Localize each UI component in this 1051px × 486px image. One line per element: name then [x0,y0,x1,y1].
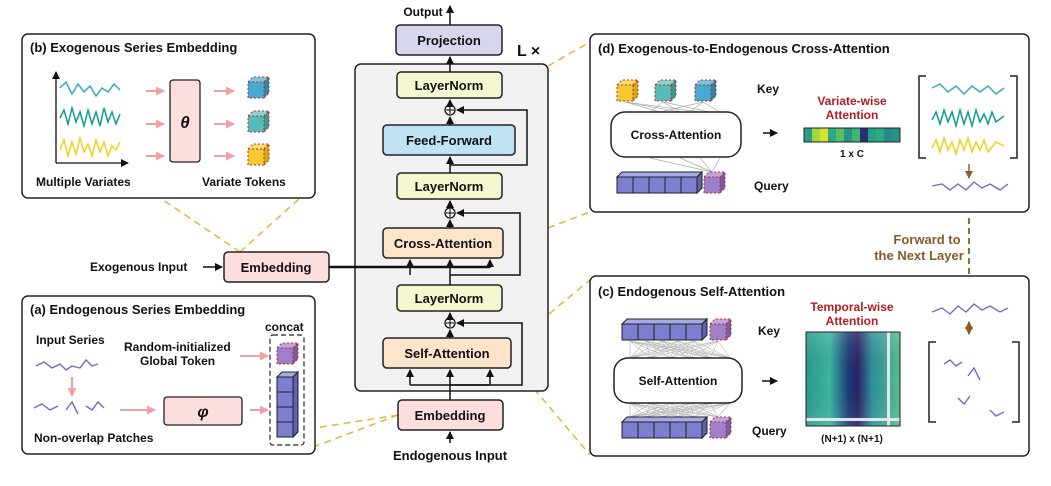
variate-attention-cell [828,128,837,142]
input-series-label: Input Series [36,333,105,347]
panel-d-title: (d) Exogenous-to-Endogenous Cross-Attent… [598,41,890,56]
variate-attention-bar [804,128,901,142]
global-token-label-1: Random-initialized [124,340,231,354]
temporal-attention-heatmap [805,331,901,427]
multiple-variates-label: Multiple Variates [36,175,131,189]
output-label: Output [403,5,442,19]
key-tokens [615,78,718,103]
global-token-label-2: Global Token [140,354,215,368]
forward-label-2: the Next Layer [874,248,964,263]
panel-b-title: (b) Exogenous Series Embedding [30,40,237,55]
query-global-token [702,170,727,195]
panel-d-output-series [931,181,1009,191]
patch-token-stack [275,370,300,439]
embedding-bottom-block [397,399,504,431]
query-tokens [615,170,704,195]
theta-block [169,79,201,163]
variate-attention-cell [876,128,885,142]
patches-label: Non-overlap Patches [34,431,154,445]
endogenous-input-label: Endogenous Input [393,448,508,463]
variate-token-yellow [246,142,271,167]
variate-attention-cell [804,128,813,142]
embedding-left-label: Embedding [241,260,312,275]
cross-attention-key-edges [624,101,721,113]
feedforward-label: Feed-Forward [406,133,492,148]
temporal-attention-title-2: Attention [826,314,879,328]
phi-block [163,396,243,426]
panel-c-title: (c) Endogenous Self-Attention [598,284,785,299]
variate-attention-size-label: 1 x C [840,149,864,160]
variate-attention-cell [844,128,853,142]
exogenous-series-bracket [918,75,1018,159]
temporal-attention-size-label: (N+1) x (N+1) [821,434,883,445]
self-key-global-token [708,317,733,342]
variate-attention-cell [884,128,893,142]
self-query-global-token [708,415,733,440]
panel-c-self-attention-label: Self-Attention [639,374,718,388]
forward-label-1: Forward to [893,232,960,247]
variate-attention-title-1: Variate-wise [817,94,887,108]
panel-d-key-label: Key [757,82,779,96]
temporal-attention-title-1: Temporal-wise [810,300,893,314]
projection-block [395,24,503,56]
panel-b-frame [21,33,316,199]
panel-c-input-series [931,303,1009,315]
variate-attention-cell [868,128,877,142]
layernorm-top-block [396,71,503,99]
patch-bracket [928,341,1020,423]
variate-attention-cell [852,128,861,142]
variate-attention-cell [836,128,845,142]
panel-d-query-label: Query [754,179,789,193]
variate-tokens-label: Variate Tokens [202,175,286,189]
projection-label: Projection [417,33,481,48]
panel-c-query-label: Query [752,424,787,438]
self-key-tokens [620,317,709,342]
repeat-label: L × [517,43,540,60]
variate-attention-cell [860,128,869,142]
layernorm-bottom-label: LayerNorm [415,291,484,306]
layernorm-top-label: LayerNorm [415,78,484,93]
variate-attention-cell [820,128,829,142]
variates-plot [52,71,129,167]
variate-attention-title-2: Attention [826,108,879,122]
cross-attention-query-edges [649,157,721,173]
self-attention-edges [629,340,731,418]
layernorm-mid-label: LayerNorm [415,179,484,194]
variate-series-yellow [59,135,121,159]
panel-c-self-attention-block [613,357,743,404]
variate-token-teal [246,109,271,134]
theta-label: θ [180,113,190,132]
panel-a-title: (a) Endogenous Series Embedding [30,302,245,317]
exogenous-input-label: Exogenous Input [90,260,187,274]
panel-c-key-label: Key [758,324,780,338]
global-token [275,341,300,366]
variate-token-blue [246,75,271,100]
cross-attention-label: Cross-Attention [394,236,492,251]
panel-d-cross-attention-label: Cross-Attention [631,128,722,142]
self-attention-label: Self-Attention [404,346,489,361]
self-query-tokens [620,415,709,440]
variate-series-teal [59,80,121,98]
phi-label: φ [197,404,208,421]
concat-frame [269,334,305,446]
cross-attention-block [382,227,504,259]
variate-attention-cell [812,128,821,142]
self-attention-block [382,337,512,369]
feedforward-block [382,124,516,156]
variate-tokens [246,75,271,167]
patches-lines [33,400,105,415]
panel-d-cross-attention-block [610,111,742,158]
input-series-line [35,358,99,371]
variate-series-green [59,105,121,129]
variate-attention-cell [892,128,901,142]
embedding-bottom-label: Embedding [415,408,486,423]
concat-label: concat [265,320,304,334]
